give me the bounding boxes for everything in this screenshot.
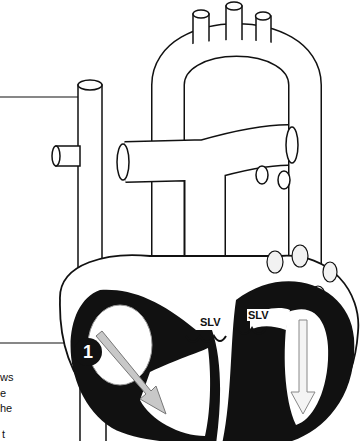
valve-label: SLV (199, 316, 222, 328)
callout-number: 1 (83, 343, 93, 361)
flow-arrow (291, 320, 315, 414)
left-ventricle-wall (222, 281, 354, 441)
cut-off-text: e (0, 387, 6, 399)
right-heart-wall (71, 290, 221, 441)
semilunar-valve (186, 328, 266, 342)
heart-outline (60, 255, 358, 441)
cut-off-text: t (2, 428, 5, 440)
cut-off-text: ws (0, 371, 13, 383)
flow-arrow (96, 331, 166, 414)
aortic-branches (174, 2, 297, 52)
valve-label: SLV (247, 309, 270, 321)
cut-off-text: he (0, 402, 12, 414)
leader-line (0, 96, 80, 97)
left-ventricle (285, 309, 329, 425)
callout-circle: 1 (74, 338, 102, 366)
